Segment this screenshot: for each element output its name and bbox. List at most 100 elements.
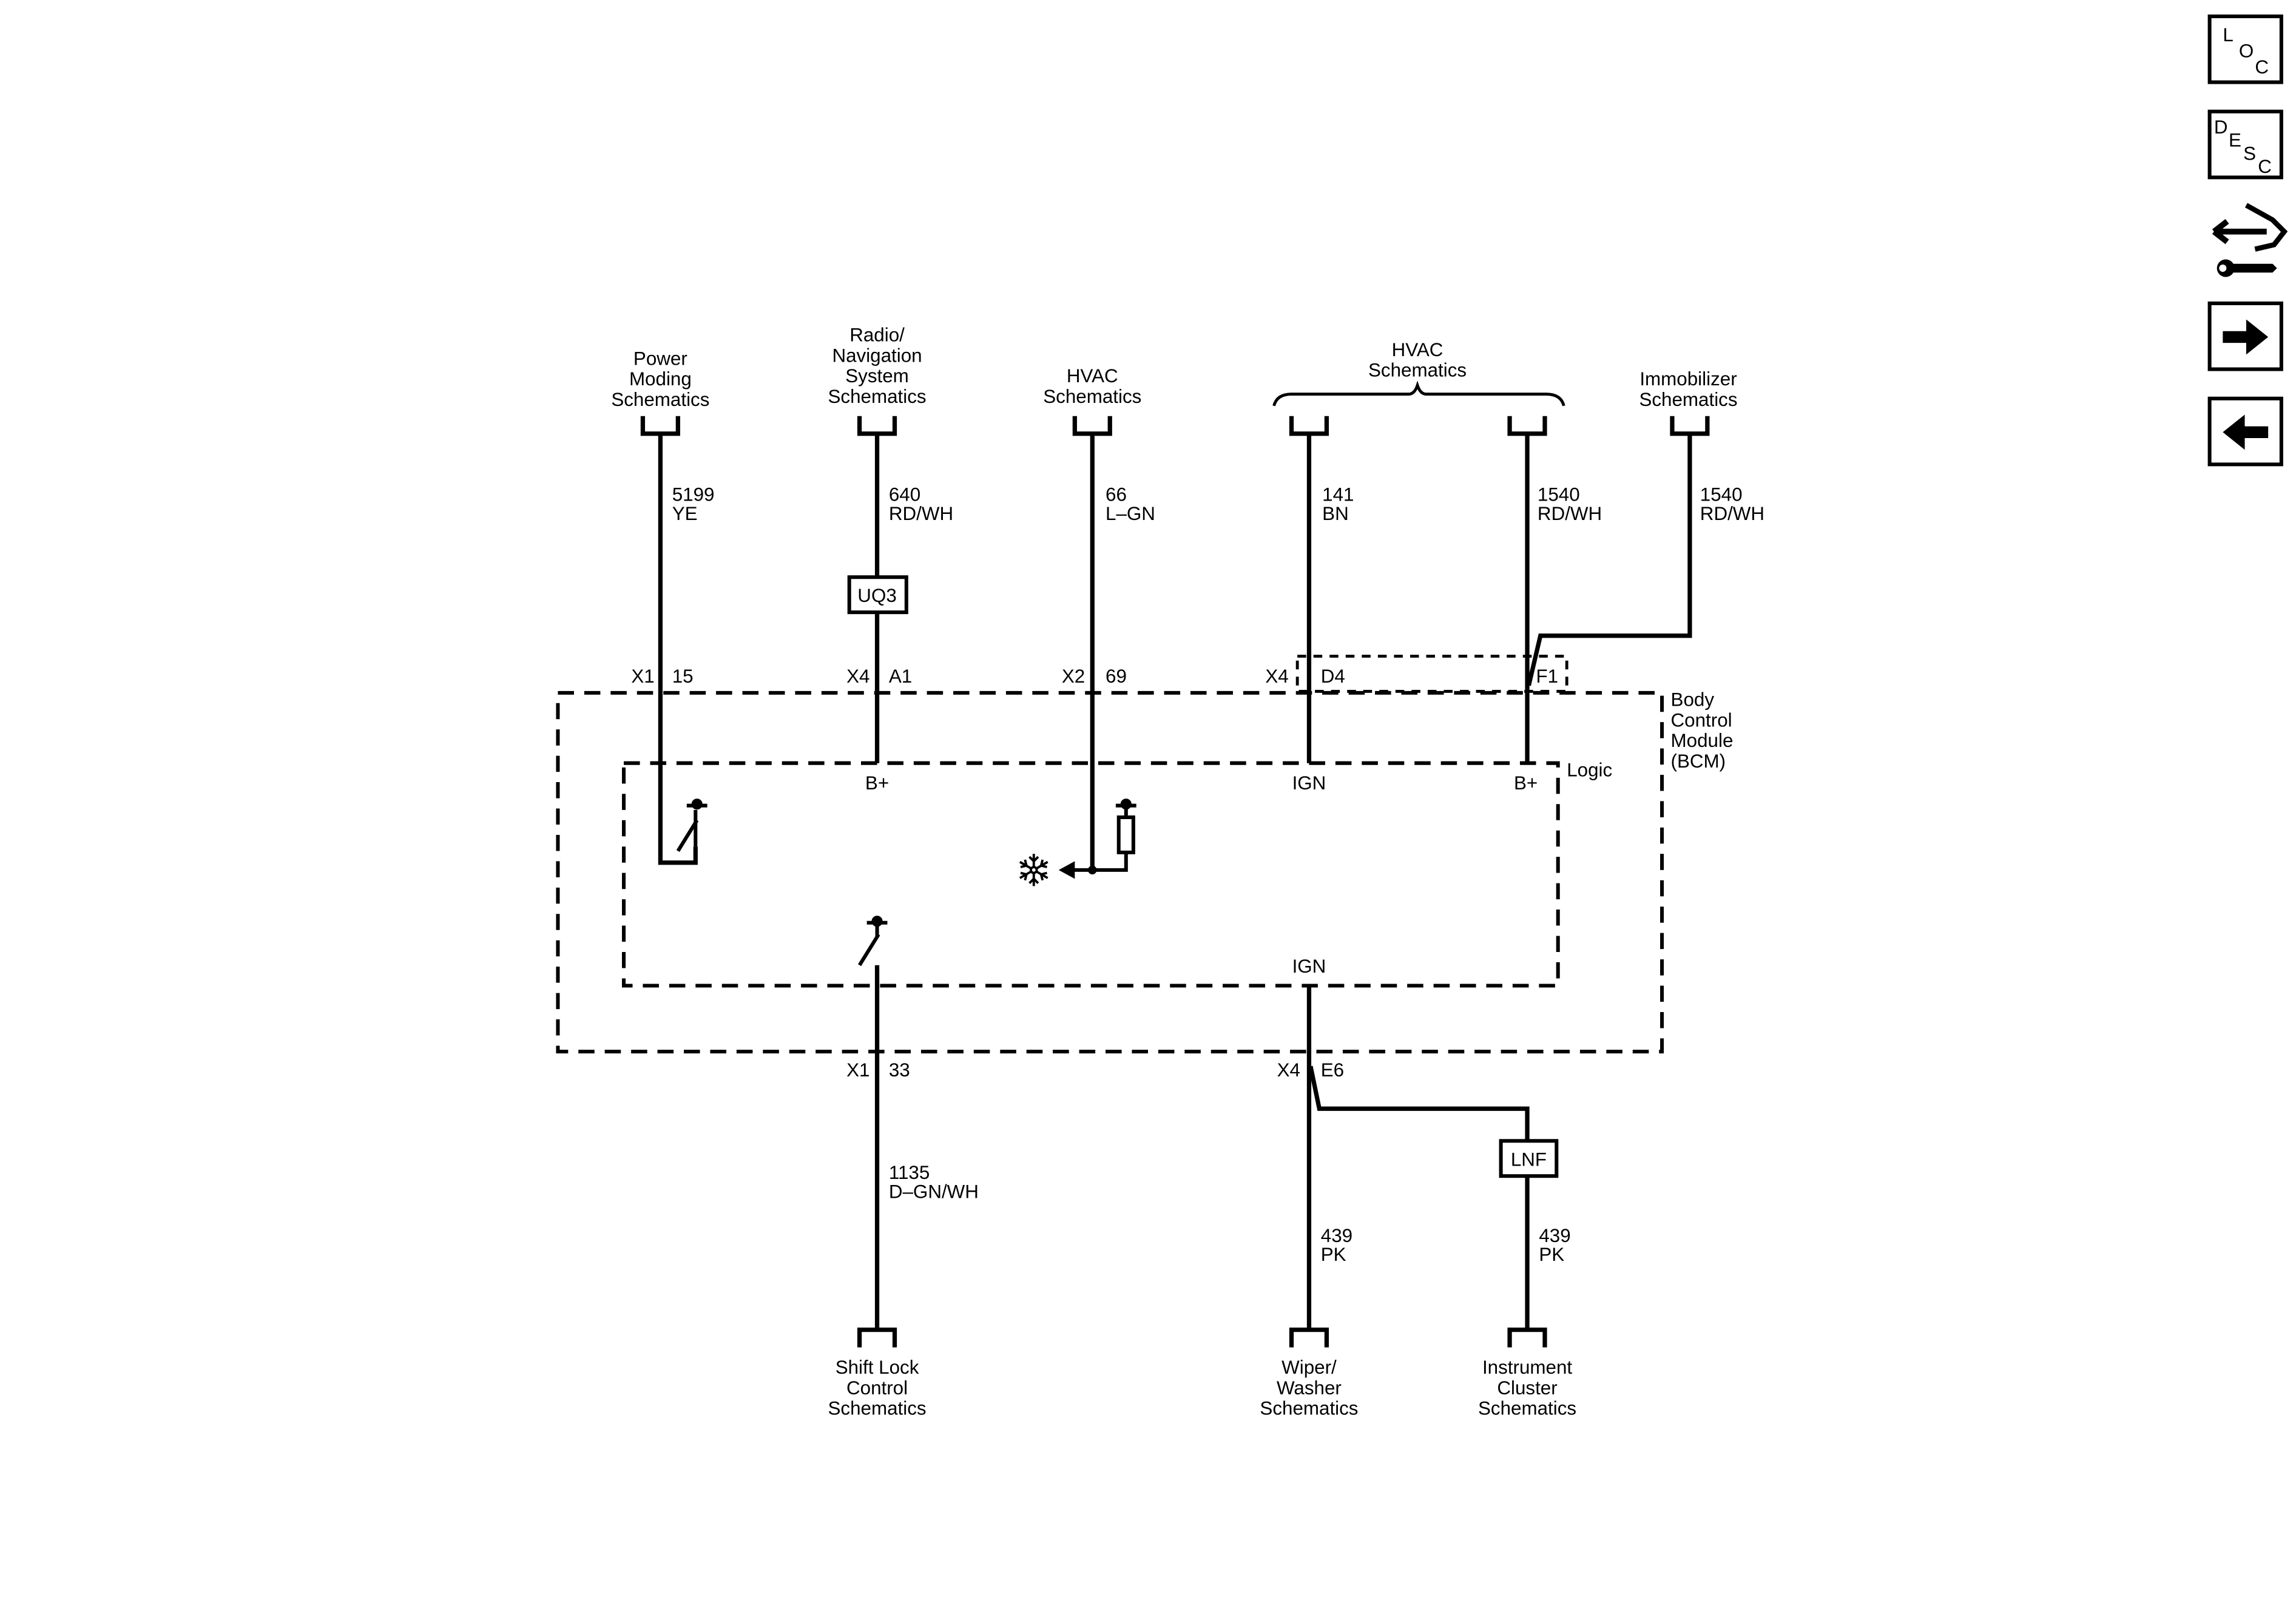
svg-text:F1: F1: [1536, 666, 1559, 687]
logic-bplus-1540: B+: [1514, 772, 1538, 794]
wire-640-color: RD/WH: [889, 503, 953, 524]
svg-text:(BCM): (BCM): [1671, 751, 1726, 772]
wire-5199-circuit: 5199: [672, 484, 715, 505]
wire-141-circuit: 141: [1322, 484, 1354, 505]
wire-5199-color: YE: [672, 503, 698, 524]
svg-text:HVAC: HVAC: [1067, 365, 1118, 387]
logic-ign-output: IGN: [1292, 956, 1326, 977]
bcm-label: Body Control Module (BCM): [1671, 689, 1734, 772]
svg-text:S: S: [2243, 143, 2256, 164]
svg-text:Schematics: Schematics: [1639, 389, 1737, 410]
svg-text:C: C: [2258, 156, 2272, 177]
next-page-button[interactable]: [2207, 301, 2283, 371]
shift-lock-output-switch: [858, 916, 888, 967]
svg-text:O: O: [2239, 40, 2254, 61]
wire-66-color: L–GN: [1106, 503, 1155, 524]
svg-text:Power: Power: [633, 348, 687, 369]
svg-text:X4: X4: [1265, 666, 1288, 687]
wire-1540b-circuit: 1540: [1700, 484, 1743, 505]
wire-439a-color: PK: [1321, 1244, 1346, 1265]
d4-f1-splice-boundary: [1295, 655, 1568, 693]
svg-text:Schematics: Schematics: [1260, 1398, 1358, 1419]
svg-text:Module: Module: [1671, 730, 1734, 751]
svg-text:Washer: Washer: [1277, 1377, 1342, 1399]
wire-1540b-color: RD/WH: [1700, 503, 1764, 524]
wire-1135-color: D–GN/WH: [889, 1181, 979, 1202]
wire-439b-color: PK: [1539, 1244, 1564, 1265]
snowflake-icon: [1019, 854, 1048, 886]
power-moding-source[interactable]: Power Moding Schematics: [611, 348, 709, 436]
radio-navigation-source[interactable]: Radio/ Navigation System Schematics: [828, 325, 927, 436]
svg-text:D4: D4: [1321, 666, 1345, 687]
pin-x1-15: X1 15: [631, 666, 693, 687]
wire-640-circuit: 640: [889, 484, 920, 505]
svg-text:UQ3: UQ3: [857, 585, 896, 606]
svg-text:Body: Body: [1671, 689, 1715, 711]
svg-text:Schematics: Schematics: [828, 1398, 926, 1419]
wire-141-color: BN: [1322, 503, 1349, 524]
svg-text:A1: A1: [889, 666, 912, 687]
wire-439b-circuit: 439: [1539, 1225, 1570, 1246]
svg-text:Navigation: Navigation: [832, 345, 922, 366]
svg-text:X4: X4: [1277, 1059, 1300, 1081]
wire-439-cluster: [1308, 1065, 1530, 1330]
svg-text:L: L: [2223, 24, 2233, 46]
svg-text:E: E: [2229, 130, 2241, 151]
power-moding-input-switch: [676, 798, 707, 852]
wire-66-circuit: 66: [1106, 484, 1127, 505]
hvac-arrow-head: [1058, 861, 1075, 879]
nav-loc-button[interactable]: L O C: [2207, 14, 2283, 84]
shift-lock-destination[interactable]: Shift Lock Control Schematics: [828, 1328, 927, 1419]
hvac-source-b[interactable]: HVAC Schematics: [1272, 339, 1565, 436]
wire-1135-circuit: 1135: [889, 1162, 930, 1183]
bcm-module-boundary: [556, 690, 1664, 1054]
svg-text:Radio/: Radio/: [849, 325, 905, 346]
svg-text:15: 15: [672, 666, 694, 687]
option-uq3-box: UQ3: [847, 575, 908, 615]
arrow-left-icon: [2223, 414, 2269, 450]
nav-desc-button[interactable]: D E S C: [2207, 109, 2283, 180]
wire-1540a-color: RD/WH: [1538, 503, 1602, 524]
hvac-pullup-resistor: [1092, 798, 1136, 872]
connector-wrench-icon[interactable]: [2212, 203, 2288, 277]
svg-text:Moding: Moding: [629, 368, 692, 390]
svg-text:D: D: [2214, 116, 2228, 138]
instrument-cluster-destination[interactable]: Instrument Cluster Schematics: [1478, 1328, 1576, 1419]
svg-text:Schematics: Schematics: [1043, 386, 1141, 407]
hvac-bracket: [1272, 380, 1565, 407]
svg-text:System: System: [845, 365, 909, 387]
pin-x1-33: X1 33: [846, 1059, 910, 1081]
svg-text:Schematics: Schematics: [1368, 360, 1467, 381]
svg-text:Schematics: Schematics: [1478, 1398, 1576, 1419]
previous-page-button[interactable]: [2207, 396, 2283, 467]
svg-text:X2: X2: [1062, 666, 1085, 687]
pin-x4-a1: X4 A1: [846, 666, 912, 687]
wire-1540a-circuit: 1540: [1538, 484, 1580, 505]
logic-bplus-radio: B+: [865, 772, 889, 794]
logic-ign-141: IGN: [1292, 772, 1326, 794]
svg-text:X1: X1: [846, 1059, 869, 1081]
svg-text:Control: Control: [846, 1377, 908, 1399]
wire-5199: [658, 433, 698, 865]
pin-f1: F1: [1536, 666, 1559, 687]
option-lnf-box: LNF: [1499, 1139, 1559, 1178]
svg-text:Schematics: Schematics: [611, 389, 709, 410]
pin-x4-e6: X4 E6: [1277, 1059, 1345, 1081]
svg-text:HVAC: HVAC: [1392, 339, 1443, 360]
svg-text:Wiper/: Wiper/: [1281, 1357, 1337, 1378]
svg-text:Instrument: Instrument: [1482, 1357, 1572, 1378]
svg-text:LNF: LNF: [1511, 1149, 1547, 1170]
hvac-source-a[interactable]: HVAC Schematics: [1043, 365, 1141, 436]
svg-text:Cluster: Cluster: [1497, 1377, 1557, 1399]
svg-text:X4: X4: [846, 666, 869, 687]
svg-text:X1: X1: [631, 666, 654, 687]
svg-text:Shift Lock: Shift Lock: [836, 1357, 919, 1378]
wire-439a-circuit: 439: [1321, 1225, 1352, 1246]
immobilizer-source[interactable]: Immobilizer Schematics: [1639, 368, 1738, 436]
svg-text:C: C: [2255, 56, 2269, 78]
svg-text:33: 33: [889, 1059, 910, 1081]
logic-label: Logic: [1567, 759, 1612, 780]
wiper-washer-destination[interactable]: Wiper/ Washer Schematics: [1260, 1328, 1359, 1419]
svg-text:E6: E6: [1321, 1059, 1344, 1081]
